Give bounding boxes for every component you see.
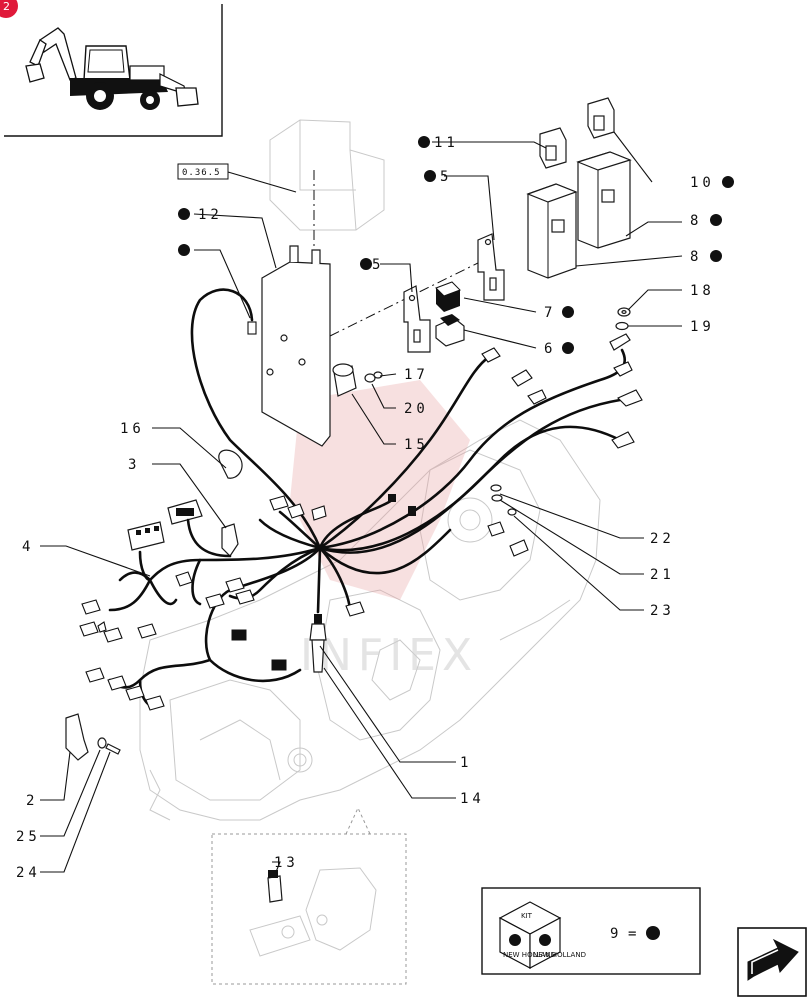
- page-badge: 2: [0, 0, 18, 18]
- backhoe-loader-icon: [25, 27, 199, 110]
- ring-terminal: [609, 333, 631, 351]
- callout-8-lower: 8: [690, 249, 702, 265]
- callout-7: 7: [544, 305, 556, 321]
- kit-marker-dots: [178, 136, 734, 354]
- bracket-5b: [477, 233, 505, 301]
- reference-box-label: 0.36.5: [182, 168, 221, 178]
- kit-brand-left: NEW HOLLAND: [503, 951, 556, 959]
- kit-box-icon: KIT NEW HOLLAND NEW HOLLAND: [498, 901, 586, 969]
- callout-23: 23: [650, 603, 675, 619]
- filled-dot-icon: [562, 306, 574, 318]
- callout-20: 20: [404, 401, 429, 417]
- filled-dot-icon: [562, 342, 574, 354]
- mounting-plate: [261, 245, 331, 447]
- relay-6: [435, 314, 465, 347]
- callout-labels: 12 11 5 5 10 8 8 7 6 18 19 17 20 15 16 3…: [16, 135, 715, 881]
- callout-12: 12: [198, 207, 223, 223]
- callout-22: 22: [650, 531, 675, 547]
- callout-6: 6: [544, 341, 556, 357]
- machine-thumbnail: [4, 4, 223, 137]
- callout-1: 1: [460, 755, 472, 771]
- sensor-15: [332, 363, 357, 397]
- kit-label: KIT: [521, 912, 533, 920]
- filled-dot-icon: [710, 250, 722, 262]
- fuse-11: [539, 127, 567, 169]
- callout-17: 17: [404, 367, 429, 383]
- washer-17: [364, 371, 383, 383]
- kit-brand-right: NEW HOLLAND: [533, 951, 586, 959]
- nut-18: [617, 307, 631, 317]
- filled-dot-icon: [418, 136, 430, 148]
- filled-dot-icon: [178, 208, 190, 220]
- filled-dot-icon: [710, 214, 722, 226]
- switch-connector: [127, 499, 203, 551]
- legend-equals: =: [628, 926, 640, 942]
- callout-19: 19: [690, 319, 715, 335]
- callout-10: 10: [690, 175, 715, 191]
- filled-dot-icon: [178, 244, 190, 256]
- callout-11: 11: [434, 135, 459, 151]
- callout-8-upper: 8: [690, 213, 702, 229]
- callout-24: 24: [16, 865, 41, 881]
- next-page-button[interactable]: [737, 927, 807, 997]
- watermark-text: INFIEX: [300, 630, 478, 681]
- kit-legend: KIT NEW HOLLAND NEW HOLLAND 9 =: [481, 887, 701, 975]
- filled-dot-icon: [722, 176, 734, 188]
- callout-5-lower: 5: [372, 257, 384, 273]
- callout-14: 14: [460, 791, 485, 807]
- callout-15: 15: [404, 437, 429, 453]
- connector-3: [221, 523, 239, 557]
- callout-2: 2: [26, 793, 38, 809]
- ghost-bracket: [269, 119, 385, 231]
- clip-16: [218, 449, 243, 479]
- relay-module-8b: [526, 183, 578, 279]
- callout-3: 3: [128, 457, 140, 473]
- filled-dot-icon: [646, 926, 660, 940]
- page-badge-number: 2: [3, 0, 10, 13]
- next-page-arrow-icon: [747, 938, 799, 981]
- bracket-2: [65, 713, 121, 761]
- callout-13: 13: [274, 855, 299, 871]
- callout-18: 18: [690, 283, 715, 299]
- harness-connectors: [79, 321, 643, 711]
- filled-dot-icon: [360, 258, 372, 270]
- filled-dot-icon: [424, 170, 436, 182]
- washer-19: [615, 321, 629, 331]
- callout-4: 4: [22, 539, 34, 555]
- callout-5-upper: 5: [440, 169, 452, 185]
- legend-item-number: 9: [610, 926, 622, 942]
- callout-25: 25: [16, 829, 41, 845]
- fuse-10: [587, 97, 615, 139]
- relay-7: [435, 281, 461, 312]
- leader-lines: [40, 131, 683, 873]
- callout-16: 16: [120, 421, 145, 437]
- reference-box: 0.36.5: [177, 163, 297, 193]
- detail-box: [211, 806, 407, 985]
- wiring-harness: [108, 288, 627, 709]
- washers-21-22-23: [490, 484, 517, 516]
- callout-21: 21: [650, 567, 675, 583]
- bracket-5a: [403, 285, 431, 353]
- relay-module-8a: [576, 151, 632, 249]
